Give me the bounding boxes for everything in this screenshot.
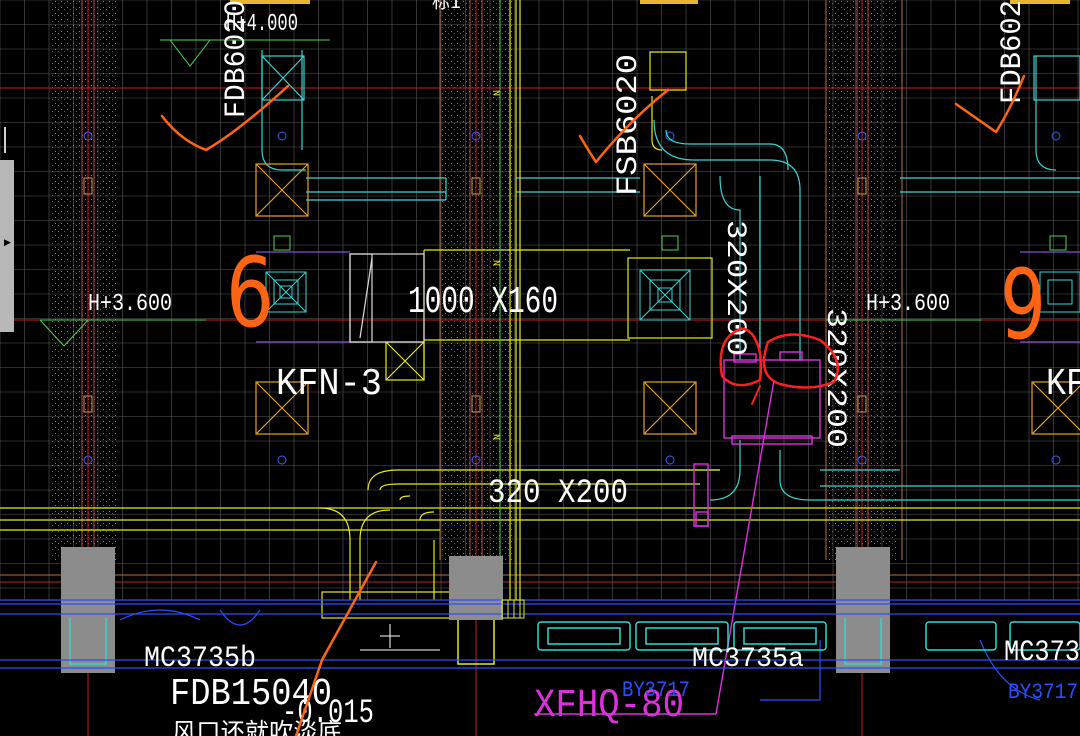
annotation-number-right: 9 <box>1000 249 1046 361</box>
sidebar-tick <box>4 127 6 153</box>
check-mark-right <box>954 74 1026 134</box>
fan-unit-kfn3 <box>349 253 425 343</box>
label-duct-bottom: 320 X200 <box>488 475 628 513</box>
misc-symbols <box>360 599 525 651</box>
axis-n-markers: N N N <box>493 90 504 440</box>
square-diffusers <box>265 269 1080 321</box>
label-unit-right: KF <box>1046 363 1080 406</box>
label-elev-top: H+4.000 <box>226 11 298 38</box>
sidebar-collapse-tab[interactable] <box>0 160 14 332</box>
label-offset: -0.015 <box>282 695 374 733</box>
label-door-mid: MC3735a <box>692 644 804 675</box>
label-tag-right: BY3717 <box>1008 680 1078 705</box>
circle-mark-equip-left <box>719 327 763 387</box>
label-elev-right: H+3.600 <box>866 291 950 318</box>
label-duct-vertical: 320X200 <box>719 220 750 356</box>
label-unit-left: KFN-3 <box>276 363 382 406</box>
wall-hatching <box>52 0 898 560</box>
svg-text:N: N <box>493 260 504 266</box>
magenta-equipment <box>534 351 821 715</box>
label-fdb-left: FDB6020 <box>220 0 254 118</box>
diffuser-boxes <box>255 163 1080 435</box>
green-lines <box>39 0 1067 600</box>
label-note-cn: 风口还就吹淡底 <box>172 718 342 736</box>
annotation-number-left: 6 <box>226 237 274 349</box>
circle-mark-equip-right <box>762 333 839 389</box>
label-top-mark: 标1 <box>432 0 461 13</box>
label-duct-right: 320X200 <box>819 308 850 448</box>
column-markers <box>83 177 867 413</box>
top-bars <box>230 0 1070 4</box>
label-equip-bottom: XFHQ-80 <box>534 684 684 729</box>
structural-columns <box>61 547 890 673</box>
check-mark-mid <box>578 88 670 164</box>
label-door-right: MC373 <box>1004 636 1080 670</box>
duct-cyan-left <box>261 50 447 201</box>
svg-text:N: N <box>493 90 504 96</box>
radiator-units <box>537 621 1080 651</box>
bottom-wall-lines <box>0 599 1080 701</box>
play-arrow-icon[interactable]: ▶ <box>4 238 11 248</box>
label-tag-mid: BY3717 <box>622 678 690 703</box>
label-elev-left: H+3.600 <box>88 291 172 318</box>
purple-lines <box>256 251 1080 343</box>
check-mark-left <box>160 84 290 152</box>
label-fdb-right: FDB602 <box>996 0 1030 104</box>
label-duct-main: 1000 X160 <box>408 281 558 324</box>
slash-mark-bottom <box>294 560 378 736</box>
handwritten-marks <box>160 74 1026 736</box>
sprinkler-points <box>83 131 1061 465</box>
svg-text:N: N <box>493 434 504 440</box>
label-door-left: MC3735b <box>144 642 256 676</box>
